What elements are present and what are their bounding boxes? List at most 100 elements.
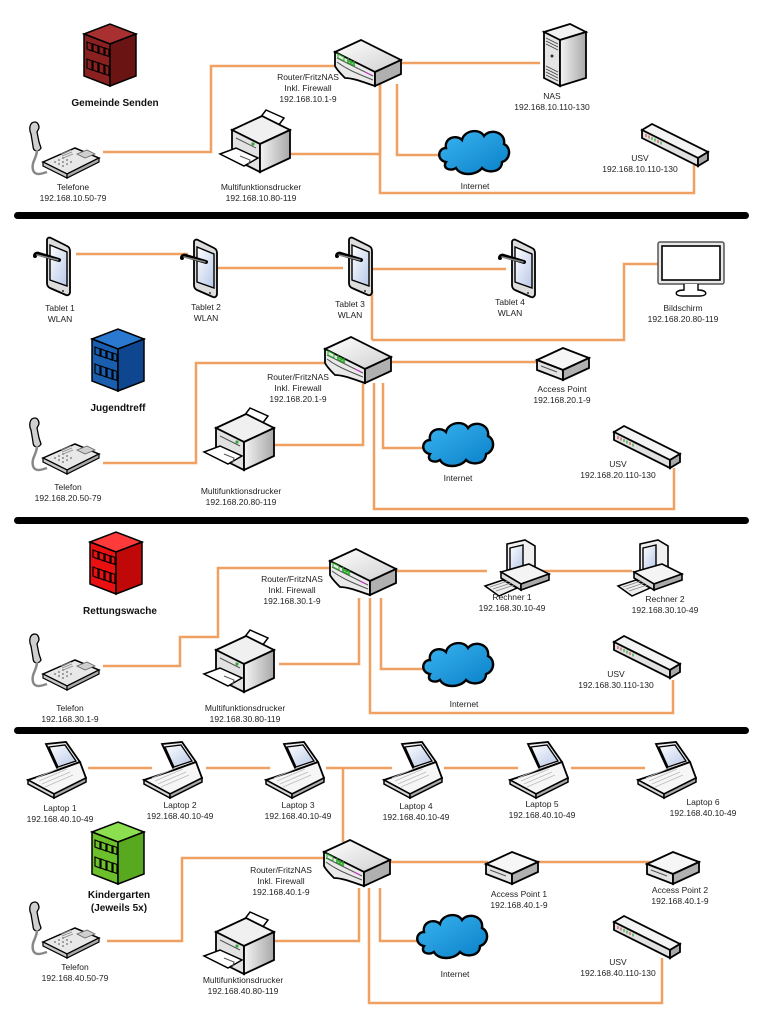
device-label-line: Tablet 4 — [495, 297, 525, 307]
network-cable — [372, 262, 660, 342]
access-point-icon — [536, 347, 590, 381]
device-label-line: Access Point 2 — [651, 885, 709, 895]
device-label-line: Access Point 1 — [490, 889, 548, 899]
cables — [76, 61, 696, 1005]
network-cable — [103, 361, 326, 465]
device-label-line: Telefon — [61, 962, 89, 972]
device-label-line: 192.168.20.110-130 — [580, 470, 656, 480]
network-cable — [103, 566, 332, 668]
cloud-icon — [416, 913, 489, 960]
device-label-line: Multifunktionsdrucker — [200, 486, 282, 496]
device-label-line: 192.168.10.50-79 — [39, 193, 107, 203]
device-label-line: 192.168.40.1-9 — [490, 900, 548, 910]
site-name: Rettungswache — [83, 605, 157, 618]
network-cable — [372, 383, 676, 511]
device-label-line: USV — [609, 957, 627, 967]
device-label-line: Laptop 2 — [163, 800, 197, 810]
building-icon — [83, 23, 137, 87]
network-cable — [107, 856, 326, 943]
network-cable — [395, 84, 440, 157]
device-label-line: 192.168.40.1-9 — [651, 896, 709, 906]
network-cable — [279, 598, 361, 666]
desktop-pc-icon — [617, 539, 683, 597]
network-cable — [379, 598, 424, 671]
laptop-icon — [265, 741, 325, 799]
device-label-line: 192.168.20.1-9 — [533, 395, 591, 405]
cloud-icon — [422, 421, 495, 468]
device-label-line: WLAN — [497, 308, 523, 318]
phone-icon — [28, 632, 101, 692]
device-label-line: 192.168.40.50-79 — [41, 973, 109, 983]
device-label-line: Router/FritzNAS — [250, 865, 312, 875]
device-label-line: Internet — [460, 181, 490, 191]
device-label-line: 192.168.20.80-119 — [647, 314, 719, 324]
router-icon — [334, 39, 402, 87]
section-kindergarten — [27, 741, 700, 975]
phone-icon — [28, 416, 101, 476]
phone-icon — [28, 120, 101, 180]
section-divider — [14, 727, 749, 734]
network-cable — [368, 598, 675, 715]
tablet-icon — [180, 237, 219, 300]
device-label-line: 192.168.40.1-9 — [252, 887, 310, 897]
device-label-internet: Internet — [461, 181, 490, 192]
device-label-line: 192.168.30.110-130 — [578, 680, 654, 690]
printer-icon — [203, 407, 275, 471]
monitor-icon — [657, 241, 725, 297]
device-label-line: 192.168.30.10-49 — [631, 605, 699, 615]
device-label-line: 192.168.40.10-49 — [264, 811, 332, 821]
network-cable — [367, 888, 664, 1005]
building-icon — [89, 531, 143, 595]
laptop-icon — [383, 741, 443, 799]
device-label-line: Bildschirm — [663, 303, 703, 313]
device-label-line: 192.168.40.110-130 — [580, 968, 656, 978]
device-label-line: 192.168.10.1-9 — [279, 94, 337, 104]
site-name-line: Rettungswache — [83, 606, 157, 617]
tablet-icon — [335, 235, 374, 298]
router-icon — [323, 839, 391, 887]
device-label-line: 192.168.10.110-130 — [514, 102, 590, 112]
device-label-line: Router/FritzNAS — [277, 72, 339, 82]
device-label-line: USV — [631, 153, 649, 163]
site-name-line: Gemeinde Senden — [71, 98, 159, 109]
device-label-line: Multifunktionsdrucker — [202, 975, 284, 985]
router-icon — [324, 336, 392, 384]
device-label-line: Laptop 4 — [399, 801, 433, 811]
device-label-line: 192.168.10.110-130 — [602, 164, 678, 174]
cloud-icon — [438, 129, 511, 176]
network-cable — [381, 383, 423, 450]
device-label-line: Tablet 3 — [335, 299, 365, 309]
device-label-line: 192.168.40.10-49 — [26, 814, 94, 824]
device-label-line: USV — [609, 459, 627, 469]
device-label-line: Inkl. Firewall — [284, 83, 332, 93]
device-label-line: 192.168.40.80-119 — [207, 986, 279, 996]
device-label-line: 192.168.30.10-49 — [478, 603, 546, 613]
building-icon — [91, 821, 145, 885]
device-label-internet: Internet — [441, 969, 470, 980]
device-label-line: Router/FritzNAS — [261, 574, 323, 584]
device-label-line: Inkl. Firewall — [257, 876, 305, 886]
laptop-icon — [27, 741, 87, 799]
device-label-line: Multifunktionsdrucker — [220, 182, 302, 192]
section-divider — [14, 212, 749, 219]
ups-icon — [613, 915, 681, 959]
device-label-line: 192.168.40.10-49 — [669, 808, 737, 818]
device-label-line: Rechner 2 — [645, 594, 685, 604]
device-label-line: Telefon — [56, 703, 84, 713]
